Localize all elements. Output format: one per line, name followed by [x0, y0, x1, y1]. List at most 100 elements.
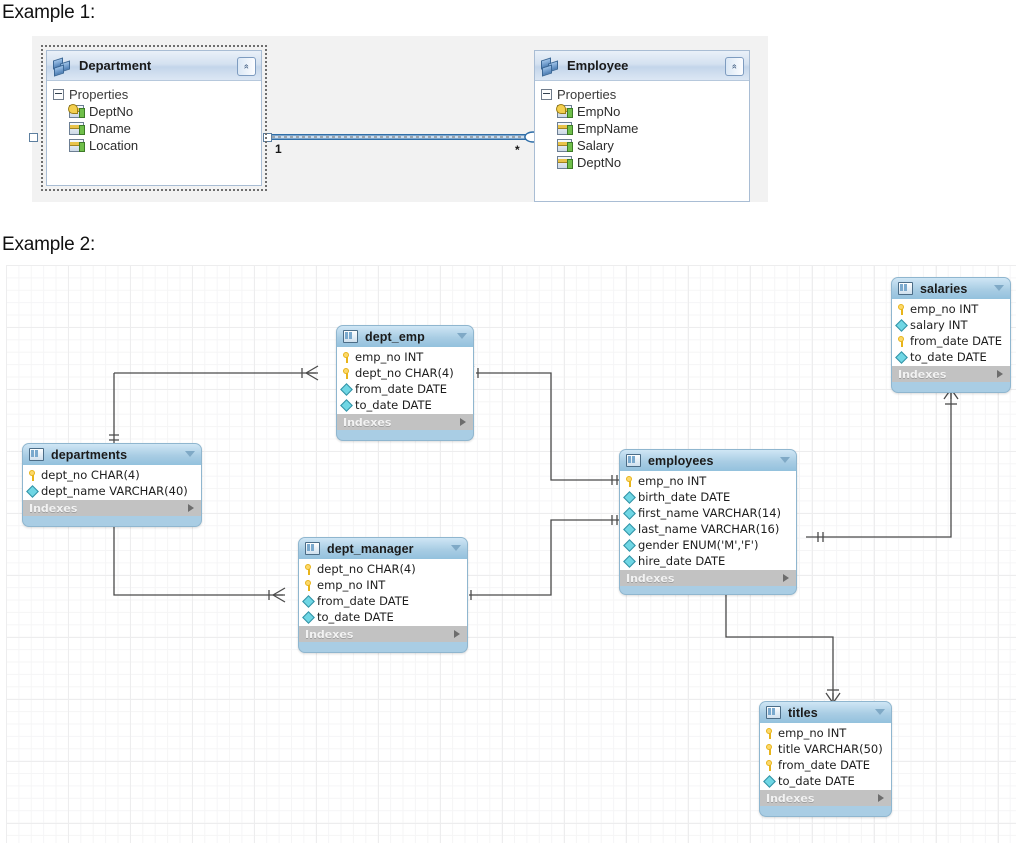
table-dept_manager-indexes[interactable]: Indexes: [299, 626, 467, 642]
column-row[interactable]: from_date DATE: [760, 757, 891, 773]
column-label: birth_date DATE: [638, 489, 731, 504]
connector-employees-salaries[interactable]: [806, 393, 952, 538]
column-icon: [623, 554, 636, 568]
chevron-down-icon[interactable]: [457, 333, 467, 339]
chevron-down-icon[interactable]: [185, 451, 195, 457]
association-endpoint-source[interactable]: [263, 133, 272, 142]
property-row[interactable]: Dname: [47, 120, 261, 137]
collapse-minus-icon[interactable]: [53, 89, 64, 100]
column-row[interactable]: birth_date DATE: [620, 489, 796, 505]
chevron-collapse-icon[interactable]: «: [725, 57, 744, 76]
column-row[interactable]: first_name VARCHAR(14): [620, 505, 796, 521]
indexes-label: Indexes: [343, 415, 392, 429]
table-departments-name: departments: [51, 447, 128, 462]
column-row[interactable]: hire_date DATE: [620, 553, 796, 569]
expand-triangle-icon[interactable]: [997, 370, 1003, 378]
chevron-collapse-icon[interactable]: «: [237, 57, 256, 76]
table-departments-header[interactable]: departments: [23, 444, 201, 465]
property-row[interactable]: EmpNo: [535, 103, 749, 120]
table-departments[interactable]: departments dept_no CHAR(4) dept_name VA…: [22, 443, 202, 527]
table-employees-indexes[interactable]: Indexes: [620, 570, 796, 586]
column-row[interactable]: to_date DATE: [892, 349, 1010, 365]
example-1-heading: Example 1:: [2, 2, 96, 23]
column-row[interactable]: from_date DATE: [892, 333, 1010, 349]
column-row[interactable]: gender ENUM('M','F'): [620, 537, 796, 553]
connector-dept_emp-employees[interactable]: [476, 372, 619, 481]
table-employees[interactable]: employees emp_no INT birth_date DATE fir…: [619, 449, 797, 595]
collapse-minus-icon[interactable]: [541, 89, 552, 100]
table-salaries[interactable]: salaries emp_no INT salary INT from_date…: [891, 277, 1011, 393]
entity-resize-handle-left[interactable]: [29, 133, 38, 142]
chevron-down-icon[interactable]: [994, 285, 1004, 291]
column-label: from_date DATE: [355, 381, 448, 396]
column-icon: [26, 484, 39, 498]
table-salaries-indexes[interactable]: Indexes: [892, 366, 1010, 382]
table-employees-header[interactable]: employees: [620, 450, 796, 471]
column-row[interactable]: emp_no INT: [892, 301, 1010, 317]
column-row[interactable]: from_date DATE: [337, 381, 473, 397]
table-dept_emp[interactable]: dept_emp emp_no INT dept_no CHAR(4) from…: [336, 325, 474, 441]
column-row[interactable]: to_date DATE: [760, 773, 891, 789]
column-row[interactable]: salary INT: [892, 317, 1010, 333]
column-row[interactable]: emp_no INT: [620, 473, 796, 489]
table-employees-columns: emp_no INT birth_date DATE first_name VA…: [620, 471, 796, 570]
chevron-down-icon[interactable]: [875, 709, 885, 715]
one-marker-employees-right: [817, 532, 824, 542]
column-row[interactable]: dept_no CHAR(4): [299, 561, 467, 577]
table-titles-header[interactable]: titles: [760, 702, 891, 723]
column-row[interactable]: emp_no INT: [337, 349, 473, 365]
property-row[interactable]: EmpName: [535, 120, 749, 137]
column-row[interactable]: last_name VARCHAR(16): [620, 521, 796, 537]
entity-employee[interactable]: Employee « Properties EmpNo EmpName Sala…: [534, 50, 750, 202]
property-row[interactable]: Salary: [535, 137, 749, 154]
properties-group-employee[interactable]: Properties: [535, 86, 749, 103]
property-label: EmpNo: [577, 104, 621, 119]
expand-triangle-icon[interactable]: [188, 504, 194, 512]
entity-department-header[interactable]: Department «: [47, 51, 261, 81]
column-label: dept_no CHAR(4): [317, 561, 416, 576]
connector-dept_manager-employees[interactable]: [469, 519, 619, 596]
table-departments-indexes[interactable]: Indexes: [23, 500, 201, 516]
column-label: from_date DATE: [317, 593, 410, 608]
table-dept_manager-name: dept_manager: [327, 541, 414, 556]
chevron-down-icon[interactable]: [780, 457, 790, 463]
column-row[interactable]: to_date DATE: [299, 609, 467, 625]
property-row[interactable]: Location: [47, 137, 261, 154]
entity-employee-header[interactable]: Employee «: [535, 51, 749, 81]
column-icon: [557, 156, 573, 169]
column-row[interactable]: emp_no INT: [299, 577, 467, 593]
primary-key-icon: [342, 351, 351, 363]
expand-triangle-icon[interactable]: [783, 574, 789, 582]
table-dept_emp-indexes[interactable]: Indexes: [337, 414, 473, 430]
properties-group-label: Properties: [557, 87, 617, 102]
table-dept_manager[interactable]: dept_manager dept_no CHAR(4) emp_no INT …: [298, 537, 468, 653]
expand-triangle-icon[interactable]: [460, 418, 466, 426]
expand-triangle-icon[interactable]: [878, 794, 884, 802]
column-row[interactable]: dept_name VARCHAR(40): [23, 483, 201, 499]
table-salaries-header[interactable]: salaries: [892, 278, 1010, 299]
entity-department[interactable]: Department « Properties DeptNo Dname Loc…: [41, 45, 267, 191]
property-row[interactable]: DeptNo: [47, 103, 261, 120]
expand-triangle-icon[interactable]: [454, 630, 460, 638]
column-row[interactable]: emp_no INT: [760, 725, 891, 741]
primary-key-column-icon: [556, 104, 573, 118]
properties-group-department[interactable]: Properties: [47, 86, 261, 103]
column-row[interactable]: from_date DATE: [299, 593, 467, 609]
connector-employees-titles[interactable]: [725, 585, 834, 700]
table-icon: [343, 330, 358, 343]
chevron-down-icon[interactable]: [451, 545, 461, 551]
column-row[interactable]: dept_no CHAR(4): [337, 365, 473, 381]
primary-key-icon: [304, 579, 313, 591]
table-titles-indexes[interactable]: Indexes: [760, 790, 891, 806]
table-titles[interactable]: titles emp_no INT title VARCHAR(50) from…: [759, 701, 892, 817]
column-row[interactable]: dept_no CHAR(4): [23, 467, 201, 483]
column-row[interactable]: title VARCHAR(50): [760, 741, 891, 757]
primary-key-icon: [304, 563, 313, 575]
class-icon: [53, 56, 71, 77]
table-employees-name: employees: [648, 453, 714, 468]
column-row[interactable]: to_date DATE: [337, 397, 473, 413]
property-row[interactable]: DeptNo: [535, 154, 749, 171]
table-dept_emp-header[interactable]: dept_emp: [337, 326, 473, 347]
connector-departments-dept_manager[interactable]: [113, 510, 283, 596]
table-dept_manager-header[interactable]: dept_manager: [299, 538, 467, 559]
